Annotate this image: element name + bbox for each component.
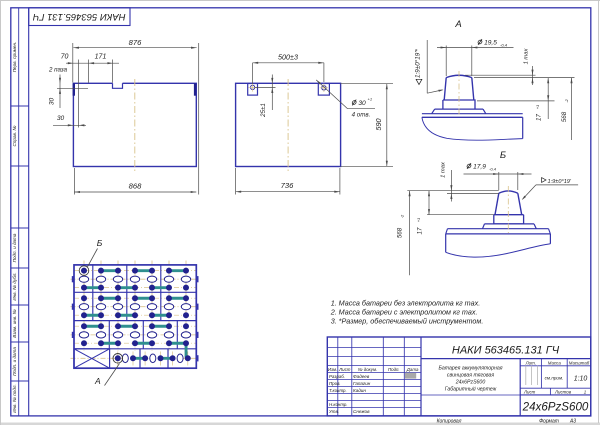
svg-text:2 паза: 2 паза	[48, 67, 68, 74]
svg-text:+1: +1	[416, 218, 421, 223]
svg-text:1: 1	[584, 390, 587, 395]
svg-text:17: 17	[536, 114, 543, 121]
svg-text:Т.контр.: Т.контр.	[329, 388, 347, 393]
svg-text:Дата: Дата	[406, 367, 419, 372]
svg-text:НАКИ 563465.131 ГЧ: НАКИ 563465.131 ГЧ	[32, 11, 125, 22]
svg-text:Масштаб: Масштаб	[569, 361, 590, 366]
svg-text:Утв.: Утв.	[329, 409, 339, 414]
svg-text:Масса: Масса	[548, 361, 562, 366]
svg-text:A: A	[94, 376, 101, 386]
svg-text:868: 868	[129, 182, 142, 191]
svg-text:Взам. инв. №: Взам. инв. №	[12, 309, 17, 337]
svg-text:А3: А3	[569, 418, 576, 424]
svg-text:590: 590	[374, 119, 383, 131]
svg-text:1:10: 1:10	[574, 376, 588, 383]
svg-text:A: A	[454, 19, 461, 30]
svg-text:24х6PzS600: 24х6PzS600	[455, 379, 486, 385]
svg-text:Габаритный чертеж: Габаритный чертеж	[445, 385, 497, 392]
svg-text:Инв. № дубл.: Инв. № дубл.	[12, 272, 17, 300]
svg-text:Инв. № подл.: Инв. № подл.	[12, 384, 17, 413]
svg-text:Н.контр.: Н.контр.	[329, 402, 348, 407]
svg-text:-2: -2	[564, 98, 569, 102]
svg-text:1:9±0°19': 1:9±0°19'	[548, 179, 572, 185]
svg-text:-0,4: -0,4	[500, 43, 508, 48]
svg-text:Лист: Лист	[338, 367, 351, 372]
svg-text:Б: Б	[97, 238, 103, 248]
svg-text:Листов: Листов	[554, 390, 572, 395]
svg-text:Формат: Формат	[539, 418, 559, 424]
svg-text:-0,4: -0,4	[489, 167, 497, 172]
svg-text:736: 736	[281, 181, 294, 190]
svg-text:+1: +1	[368, 97, 373, 102]
svg-text:Перв. примен.: Перв. примен.	[12, 42, 17, 73]
svg-text:1 max: 1 max	[441, 161, 447, 178]
svg-text:Кадин: Кадин	[353, 388, 366, 393]
svg-text:Разраб.: Разраб.	[329, 374, 345, 379]
svg-text:17,9: 17,9	[473, 164, 486, 171]
svg-text:4 отв.: 4 отв.	[352, 111, 371, 118]
svg-text:30: 30	[49, 98, 56, 106]
svg-text:см.прим.: см.прим.	[545, 376, 564, 381]
svg-text:Лист: Лист	[523, 390, 536, 395]
svg-text:Подп. и дата: Подп. и дата	[12, 347, 17, 376]
svg-text:Изм.: Изм.	[328, 367, 337, 372]
svg-text:171: 171	[95, 54, 107, 61]
svg-text:30: 30	[358, 100, 366, 107]
svg-text:№ докум.: № докум.	[358, 367, 377, 372]
svg-text:Подп. и дата: Подп. и дата	[12, 233, 17, 262]
svg-text:Справ. №: Справ. №	[12, 126, 17, 147]
svg-text:свинцовая тяговая: свинцовая тяговая	[447, 373, 494, 379]
svg-text:Б: Б	[500, 150, 506, 161]
svg-text:19,5: 19,5	[484, 40, 497, 47]
svg-text:24х6PzS600: 24х6PzS600	[522, 401, 589, 414]
svg-text:25±1: 25±1	[260, 103, 267, 118]
svg-text:3. *Размер, обеспечиваемый инс: 3. *Размер, обеспечиваемый инструментом.	[331, 317, 484, 326]
svg-text:500±3: 500±3	[278, 53, 298, 62]
svg-text:Копировал: Копировал	[437, 418, 462, 424]
svg-text:568: 568	[397, 227, 404, 238]
svg-text:Лит.: Лит.	[525, 361, 536, 366]
svg-text:Пров.: Пров.	[329, 381, 341, 386]
svg-text:Гапагин: Гапагин	[353, 381, 371, 386]
svg-text:-2: -2	[400, 214, 405, 218]
svg-text:Снежов: Снежов	[353, 409, 370, 414]
svg-text:17: 17	[417, 227, 424, 234]
svg-text:30: 30	[57, 115, 65, 122]
svg-text:+1: +1	[535, 105, 540, 110]
svg-text:Батарея аккумуляторная: Батарея аккумуляторная	[438, 366, 502, 372]
svg-text:1. Масса батареи без электроли: 1. Масса батареи без электролита кг max.	[331, 299, 481, 308]
svg-text:876: 876	[129, 38, 142, 47]
svg-text:1:9±0°19'*: 1:9±0°19'*	[414, 49, 422, 78]
svg-text:70: 70	[61, 54, 69, 61]
svg-text:НАКИ 563465.131 ГЧ: НАКИ 563465.131 ГЧ	[452, 345, 560, 357]
svg-text:Фадеев: Фадеев	[353, 374, 370, 379]
svg-text:2. Масса батареи с электролито: 2. Масса батареи с электролитом кг max.	[330, 308, 478, 317]
svg-text:Подп.: Подп.	[388, 367, 400, 372]
svg-text:1 max: 1 max	[524, 48, 530, 65]
svg-text:568: 568	[561, 111, 568, 122]
